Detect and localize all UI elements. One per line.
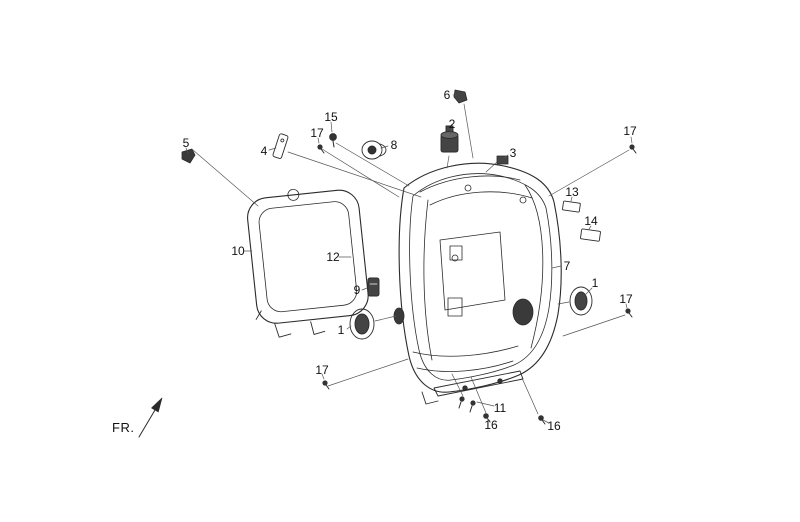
callout-1-1: 1 — [591, 276, 599, 290]
part-14-pad — [580, 228, 601, 242]
callout-6: 6 — [443, 88, 451, 102]
callout-4: 4 — [260, 144, 268, 158]
part-17-screw-top-left — [317, 144, 325, 154]
callout-16-1: 16 — [484, 418, 498, 432]
callout-12: 12 — [326, 250, 340, 264]
part-2-cylinder — [440, 125, 459, 153]
callout-5: 5 — [182, 136, 190, 150]
callout-7: 7 — [563, 259, 571, 273]
part-13-pad — [562, 200, 581, 213]
part-15-screw — [329, 133, 337, 148]
part-9-bracket — [367, 277, 380, 297]
part-8-grommet — [361, 140, 387, 160]
callout-9: 9 — [353, 283, 361, 297]
part-4-plate — [272, 133, 289, 159]
front-cover-body — [393, 162, 562, 393]
callout-17-4: 17 — [315, 363, 329, 377]
part-6-clip — [453, 89, 468, 104]
bottom-bracket — [421, 370, 524, 405]
callout-8: 8 — [390, 138, 398, 152]
callout-2: 2 — [448, 117, 456, 131]
callout-16-2: 16 — [547, 419, 561, 433]
callout-17-2: 17 — [623, 124, 637, 138]
part-17-screw-top-right — [629, 144, 637, 154]
part-1-lens-right — [569, 286, 593, 316]
part-3-nut — [496, 155, 509, 165]
fr-label: FR. — [112, 420, 135, 435]
callout-1-2: 1 — [337, 323, 345, 337]
callout-3: 3 — [509, 146, 517, 160]
callout-11: 11 — [493, 401, 507, 415]
callout-14: 14 — [584, 214, 598, 228]
fr-direction-arrow — [138, 397, 163, 438]
inner-panel-frame — [247, 188, 369, 338]
callout-17-1: 17 — [310, 126, 324, 140]
part-5-bracket — [181, 148, 196, 164]
part-17-screw-bottom-left — [322, 380, 330, 390]
part-1-lens-left — [349, 308, 375, 340]
callout-10: 10 — [231, 244, 245, 258]
part-11-screws — [458, 396, 476, 413]
callout-13: 13 — [565, 185, 579, 199]
leader-lines — [185, 94, 633, 424]
callout-15: 15 — [324, 110, 338, 124]
part-17-screw-mid-right — [625, 308, 633, 318]
part-16-screw-right — [538, 415, 546, 425]
callout-17-3: 17 — [619, 292, 633, 306]
